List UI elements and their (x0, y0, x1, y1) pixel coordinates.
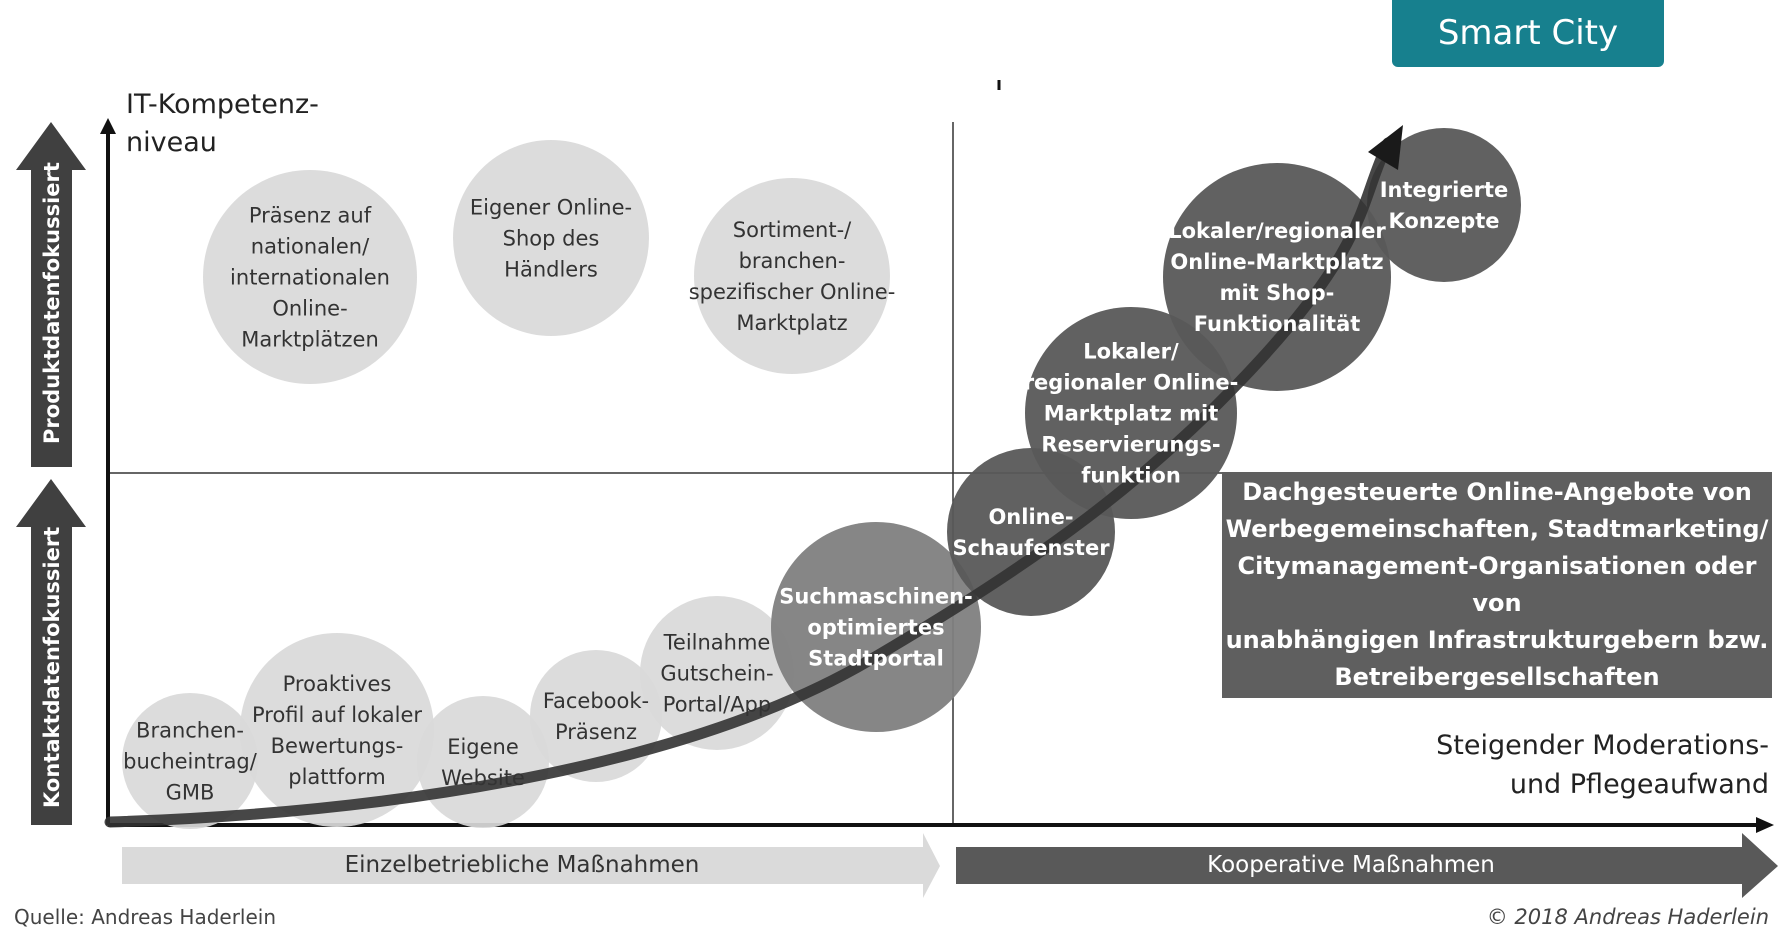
y-axis-label: IT-Kompetenz- niveau (126, 89, 319, 158)
concept-label-11: Lokaler/regionaler Online-Marktplatz mit… (1024, 339, 1239, 487)
concept-circle-13 (1367, 128, 1521, 282)
growth-curve-arrowhead (1368, 125, 1403, 170)
source-note: Quelle: Andreas Haderlein (14, 905, 277, 929)
lower-arrow-label: Kontaktdatenfokussiert (40, 526, 64, 808)
y-axis-arrowhead (100, 118, 116, 134)
x-axis-label: Steigender Moderations- und Pflegeaufwan… (1436, 730, 1769, 800)
smart-city-badge: Smart City (1392, 0, 1664, 67)
right-arrow-label: Kooperative Maßnahmen (1207, 852, 1495, 878)
concept-circle-3 (694, 178, 890, 374)
lower-side-arrow (16, 479, 86, 825)
left-arrow-label: Einzelbetriebliche Maßnahmen (344, 852, 700, 878)
info-box: Dachgesteuerte Online-Angebote von Werbe… (1222, 472, 1772, 698)
concept-circle-2 (453, 140, 649, 336)
left-bottom-arrow (122, 833, 940, 898)
concept-label-3: Sortiment-/branchen-spezifischer Online-… (689, 218, 896, 335)
right-bottom-arrow (956, 833, 1778, 898)
concept-label-4: Branchen-bucheintrag/GMB (123, 718, 258, 804)
upper-arrow-label: Produktdatenfokussiert (40, 162, 64, 444)
concept-circle-11 (1025, 307, 1237, 519)
concept-circle-12 (1163, 163, 1391, 391)
concept-circle-6 (417, 696, 549, 828)
concept-label-7: Facebook-Präsenz (543, 689, 649, 744)
info-box-text: Dachgesteuerte Online-Angebote von Werbe… (1225, 478, 1769, 691)
concept-circle-5 (240, 633, 434, 827)
concept-circle-1 (203, 170, 417, 384)
copyright-note: © 2018 Andreas Haderlein (1486, 905, 1769, 929)
concept-label-10: Online-Schaufenster (952, 505, 1110, 560)
x-axis-arrowhead (1756, 817, 1774, 833)
upper-side-arrow (16, 122, 86, 467)
growth-curve (104, 137, 1394, 828)
concept-circle-4 (122, 693, 258, 829)
